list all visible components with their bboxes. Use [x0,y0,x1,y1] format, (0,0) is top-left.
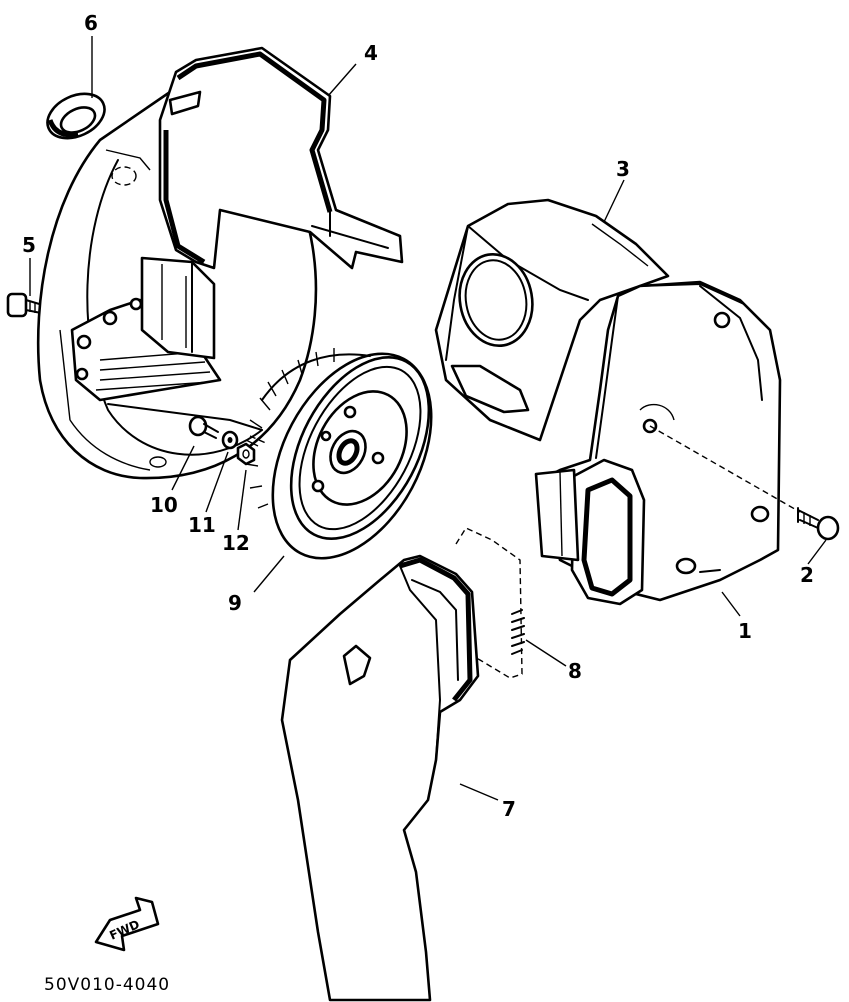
part-8-gasket [455,527,525,679]
callout-1: 1 [738,619,752,643]
part-1-main-housing [534,280,782,606]
callout-2: 2 [800,563,814,587]
part-2-screw [797,507,840,541]
drawing-code: 50V010-4040 [44,975,170,995]
callout-9: 9 [228,591,242,615]
part-6-grommet [46,92,106,140]
callout-7: 7 [502,797,516,821]
callout-12: 12 [222,531,250,555]
callout-8: 8 [568,659,582,683]
leader-lines [29,36,827,801]
part-9-cooling-fan [245,348,433,560]
part-11-washer [221,430,239,450]
callout-numbers: 6 4 3 5 10 11 12 9 2 1 8 7 [22,11,814,821]
part-3-air-shroud [434,198,670,442]
callout-11: 11 [188,513,216,537]
part-4-inner-cover [140,46,404,360]
part-7-air-duct [280,554,480,1002]
callout-10: 10 [150,493,178,517]
fwd-direction-arrow: FWD [94,896,160,952]
part-12-nut [236,442,256,466]
part-10-bolt [188,415,219,439]
callout-5: 5 [22,233,36,257]
callout-3: 3 [616,157,630,181]
callout-4: 4 [364,41,378,65]
callout-6: 6 [84,11,98,35]
